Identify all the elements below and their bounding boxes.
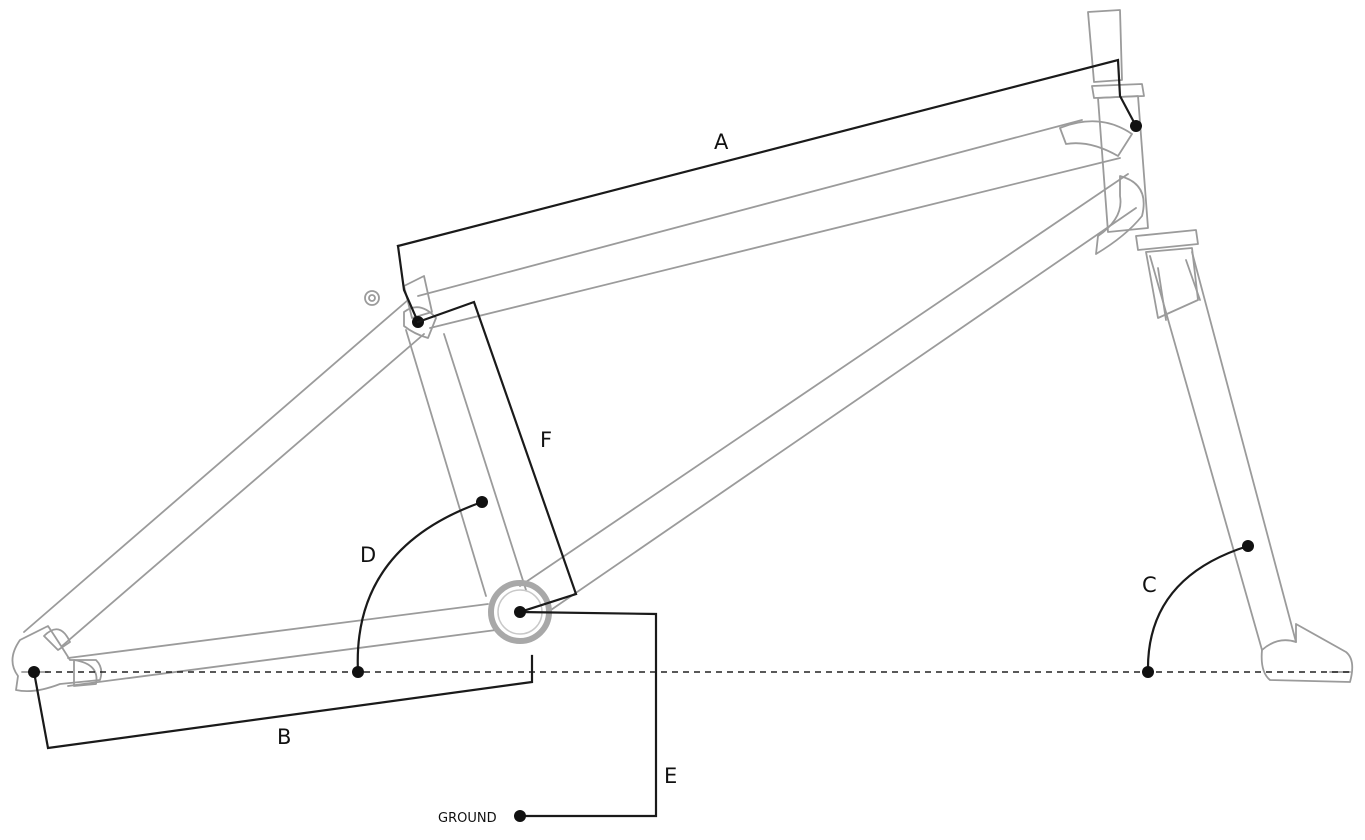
rear-stay-plug: [43, 628, 71, 651]
fork-dropout: [1260, 623, 1354, 683]
chain-stay-upper: [67, 603, 489, 659]
dimension-d-ground-point: [352, 666, 364, 678]
fork-leg: [1149, 251, 1297, 651]
dimension-c: [1142, 540, 1254, 678]
down-tube-gusset: [1095, 175, 1145, 255]
dimension-f: [416, 300, 578, 614]
bottom-bracket-center-point: [514, 606, 526, 618]
dimension-d: [352, 496, 488, 678]
rear-dropout: [11, 625, 103, 693]
dimension-a: [396, 58, 1142, 328]
label-b: B: [277, 725, 291, 749]
seat-clamp: [403, 275, 433, 319]
seat-stay-upper: [23, 299, 409, 633]
headset-bottom-cup: [1135, 229, 1199, 251]
chain-stay-lower: [67, 629, 497, 687]
top-tube: [417, 119, 1121, 329]
head-tube: [1097, 95, 1149, 233]
dimension-a-head-tube-point: [1130, 120, 1142, 132]
dimension-e-ground-point: [514, 810, 526, 822]
label-ground: GROUND: [438, 811, 497, 826]
label-c: C: [1142, 573, 1157, 597]
steerer-tube: [1087, 9, 1123, 83]
seat-clamp-bolt: [364, 290, 380, 306]
seat-stay-lower: [61, 333, 425, 647]
label-e: E: [664, 764, 677, 788]
fork-crown: [1145, 247, 1199, 319]
dimension-c-ground-point: [1142, 666, 1154, 678]
seat-cluster: [403, 306, 437, 339]
label-a: A: [714, 130, 729, 154]
seat-clamp-bolt-inner: [368, 294, 376, 302]
down-tube: [519, 173, 1137, 613]
label-f: F: [540, 428, 552, 452]
label-d: D: [360, 543, 376, 567]
dimension-b: [28, 654, 534, 750]
dimension-c-fork-point: [1242, 540, 1254, 552]
dimension-e: [514, 610, 658, 822]
fork-leg-detail: [1157, 259, 1201, 321]
dimension-d-seat-tube-point: [476, 496, 488, 508]
seat-tube: [405, 329, 527, 597]
headset-top-cup: [1091, 83, 1145, 99]
top-tube-gusset: [1059, 120, 1133, 157]
dimension-b-rear-axle-point: [28, 666, 40, 678]
